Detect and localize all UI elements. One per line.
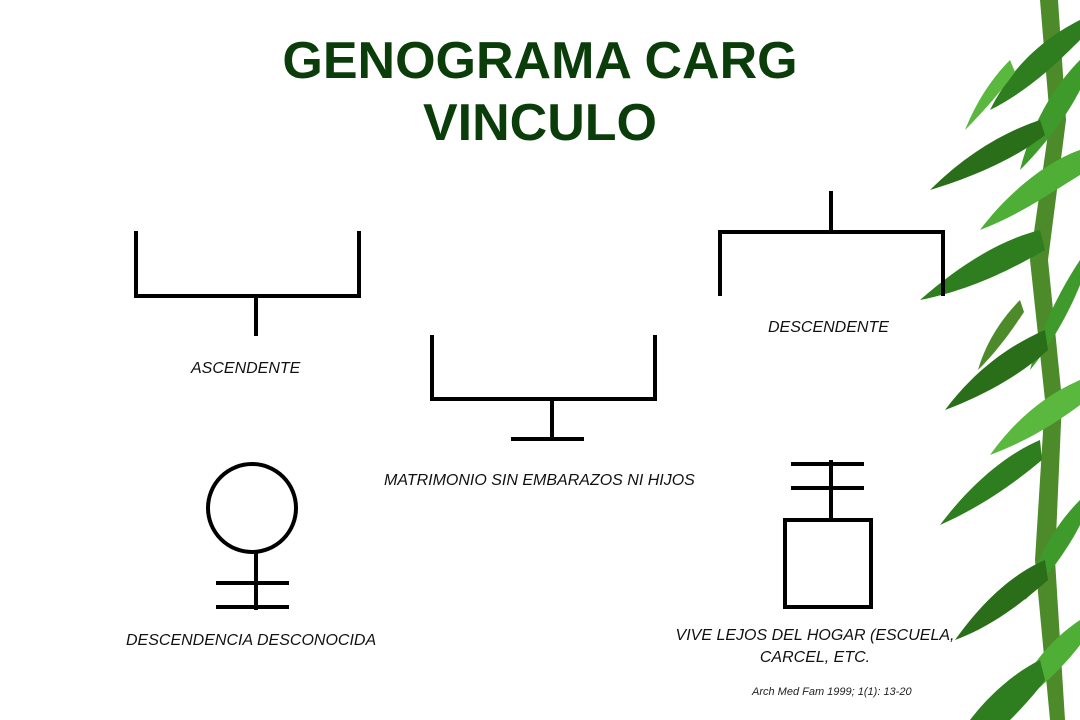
label-vive-lejos-line-1: VIVE LEJOS DEL HOGAR (ESCUELA, [675,627,955,644]
label-descendente: DESCENDENTE [768,319,889,336]
label-vive-lejos: VIVE LEJOS DEL HOGAR (ESCUELA, CARCEL, E… [640,625,990,669]
symbol-descendente [718,191,945,296]
bamboo-leaves-decoration [920,0,1080,720]
symbol-descendencia-desconocida [206,462,298,610]
symbol-matrimonio [430,335,657,441]
slide-title: GENOGRAMA CARG VINCULO [140,30,940,154]
title-line-1: GENOGRAMA CARG [282,32,798,90]
symbol-ascendente [134,231,361,336]
label-ascendente: ASCENDENTE [191,360,301,377]
citation: Arch Med Fam 1999; 1(1): 13-20 [752,686,912,698]
label-descendencia-desconocida: DESCENDENCIA DESCONOCIDA [126,632,377,649]
label-vive-lejos-line-2: CARCEL, ETC. [759,649,871,666]
label-matrimonio: MATRIMONIO SIN EMBARAZOS NI HIJOS [384,472,695,489]
title-line-2: VINCULO [423,94,657,152]
symbol-vive-lejos [783,460,873,609]
